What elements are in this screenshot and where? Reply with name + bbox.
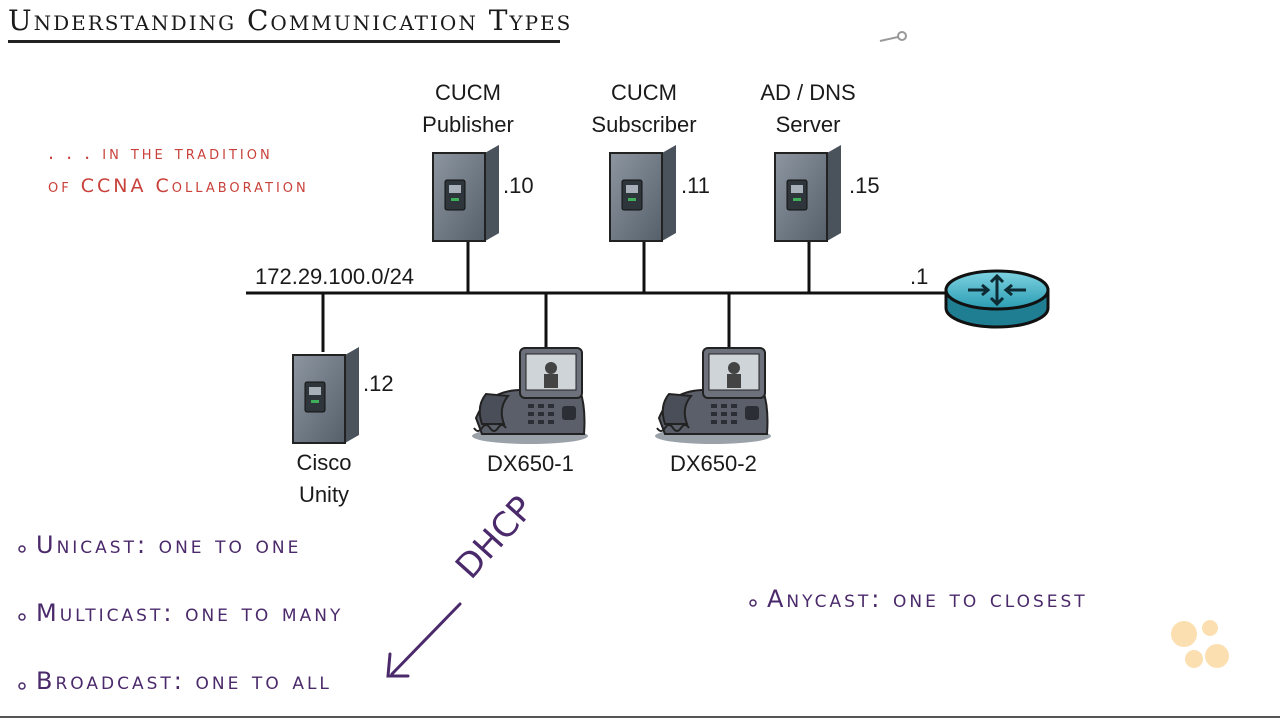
footer-line — [0, 716, 1280, 718]
logo-dots — [1171, 620, 1229, 668]
note-line-2: of CCNA Collaboration — [48, 175, 309, 197]
server-icon — [432, 145, 499, 242]
server-icon — [609, 145, 676, 242]
server-name-line2: Publisher — [422, 112, 514, 137]
phone-label-1: DX650-1 — [487, 451, 574, 476]
server-label-ad-dns: AD / DNS Server — [748, 77, 868, 141]
title-underline — [8, 40, 560, 43]
server-icon — [774, 145, 841, 242]
bullet-dot — [18, 613, 26, 621]
server-icon — [292, 347, 359, 444]
bullet-dot — [18, 682, 26, 690]
server-label-unity: Cisco Unity — [274, 447, 374, 511]
bullet-dot — [749, 599, 757, 607]
bullet-broadcast: Broadcast: one to all — [36, 667, 332, 695]
phone-label-2: DX650-2 — [670, 451, 757, 476]
server-name-line1: CUCM — [435, 80, 501, 105]
ip-phone-icon — [472, 347, 588, 444]
server-name-line2: Unity — [298, 482, 350, 507]
ip-ad-dns: .15 — [849, 173, 880, 198]
note-line-1: . . . in the tradition — [48, 142, 273, 164]
bullet-multicast: Multicast: one to many — [36, 599, 344, 627]
server-label-publisher: CUCM Publisher — [408, 77, 528, 141]
ip-gateway: .1 — [910, 264, 929, 289]
server-name-line1: CUCM — [611, 80, 677, 105]
bullet-anycast: Anycast: one to closest — [767, 585, 1088, 613]
bullet-unicast: Unicast: one to one — [36, 531, 302, 559]
router-icon — [944, 269, 1050, 329]
server-name-line2: Subscriber — [591, 112, 697, 137]
pointer-mark — [879, 31, 907, 42]
ip-publisher: .10 — [503, 173, 534, 198]
server-name-line1: AD / DNS — [760, 80, 856, 105]
ip-unity: .12 — [363, 371, 394, 396]
subnet-label: 172.29.100.0/24 — [255, 264, 415, 289]
server-label-subscriber: CUCM Subscriber — [579, 77, 709, 141]
dhcp-arrow — [386, 602, 462, 678]
server-name-line2: Server — [775, 112, 841, 137]
server-name-line1: Cisco — [296, 450, 352, 475]
ip-subscriber: .11 — [681, 173, 710, 198]
bullet-dot — [18, 545, 26, 553]
ip-phone-icon — [655, 347, 771, 444]
slide-title: Understanding Communication Types — [8, 4, 573, 37]
